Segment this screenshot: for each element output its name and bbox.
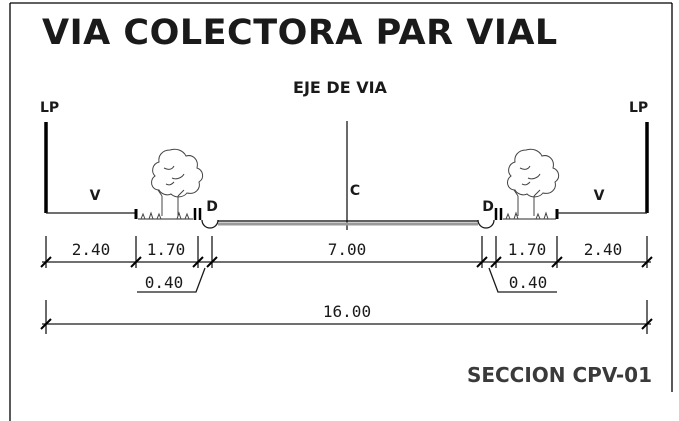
dim-right-curb: 0.40 [509, 273, 548, 292]
property-line-right-label: LP [629, 100, 648, 116]
tree-icon-right [507, 148, 560, 216]
label-right-sidewalk: V [594, 188, 605, 204]
property-line-left-label: LP [40, 100, 59, 116]
dim-right-green: 1.70 [508, 240, 547, 259]
dim-left-sidewalk: 2.40 [72, 240, 111, 259]
label-left-curb: D [206, 199, 218, 215]
right-green-strip [503, 211, 556, 220]
right-curb-leader [488, 267, 557, 293]
label-carriageway: C [350, 183, 360, 199]
right-curb [477, 219, 495, 229]
diagram-title: VIA COLECTORA PAR VIAL [42, 13, 558, 53]
dim-carriageway: 7.00 [328, 240, 367, 259]
dim-left-curb: 0.40 [145, 273, 184, 292]
left-curb [201, 219, 219, 229]
dim-right-sidewalk: 2.40 [584, 240, 623, 259]
dim-left-green: 1.70 [147, 240, 186, 259]
axis-label: EJE DE VIA [293, 78, 388, 97]
label-left-sidewalk: V [90, 188, 101, 204]
dimension-line-main [40, 236, 653, 268]
label-right-curb: D [482, 199, 494, 215]
section-name: SECCION CPV-01 [467, 363, 652, 387]
dim-total: 16.00 [323, 302, 371, 321]
left-green-strip [138, 211, 193, 220]
tree-icon-left [151, 148, 204, 216]
dimension-line-total [40, 300, 653, 334]
left-curb-leader [137, 267, 206, 293]
